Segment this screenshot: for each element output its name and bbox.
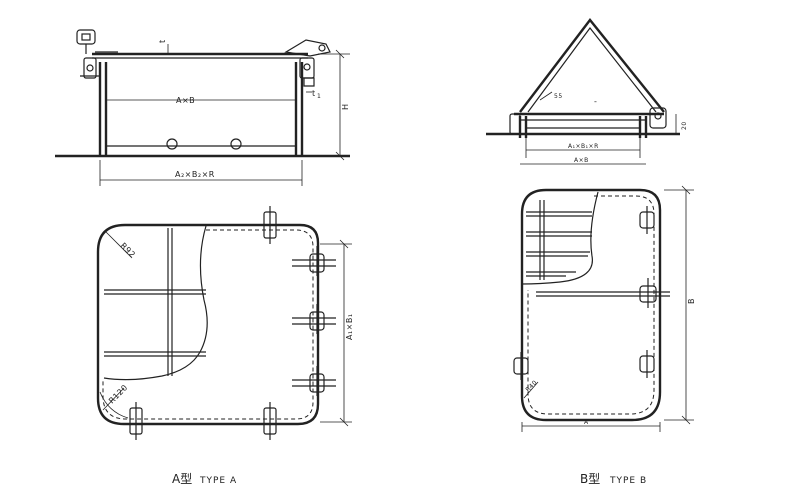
clamp-icon	[639, 206, 655, 234]
label-r92: R92	[119, 241, 138, 260]
clamp-icon	[284, 39, 331, 87]
hinge-icon	[292, 304, 336, 334]
hinge-icon	[649, 107, 667, 129]
label-h: H	[341, 103, 350, 110]
caption-type-a-cn: A型	[172, 472, 192, 486]
clamp-icon	[509, 113, 521, 135]
type-a-elevation: t t 1 A×B H A₂×B₂×R	[55, 29, 350, 186]
label-t1: t	[312, 89, 316, 98]
label-t1-sub: 1	[317, 93, 321, 100]
type-a-plan: R92 R120	[96, 206, 354, 440]
drain-icon	[166, 138, 178, 150]
type-b-plan: R40 B A	[513, 185, 696, 432]
clamp-icon	[263, 206, 277, 244]
label-r40: R40	[524, 379, 538, 393]
hinge-icon	[80, 57, 100, 79]
caption-type-b-cn: B型	[580, 472, 600, 486]
label-side: 20	[681, 121, 688, 130]
label-a: A	[584, 419, 589, 426]
handle-icon	[76, 29, 118, 54]
hinge-icon	[292, 246, 336, 276]
label-a2b2r: A₂×B₂×R	[175, 170, 215, 179]
caption-type-b-en: TYPE B	[609, 476, 647, 486]
type-b-elevation: 55 - 20 A₁×B₁×R A×B	[486, 18, 688, 165]
label-55: 55	[554, 93, 563, 100]
label-dash: -	[594, 97, 597, 106]
label-a1b1: A₁×B₁	[345, 313, 354, 340]
hinge-icon	[292, 366, 336, 396]
hinge-icon	[536, 278, 670, 308]
label-axb-b: A×B	[574, 157, 589, 164]
clamp-icon	[639, 350, 655, 378]
label-b: B	[687, 298, 696, 304]
drain-icon	[230, 138, 242, 150]
caption-type-a-en: TYPE A	[199, 476, 237, 486]
label-axb: A×B	[176, 96, 195, 105]
label-r120: R120	[107, 383, 130, 406]
clamp-icon	[513, 352, 529, 380]
label-t: t	[158, 39, 167, 43]
label-a1b1r: A₁×B₁×R	[568, 143, 599, 150]
clamp-icon	[129, 402, 143, 440]
clamp-icon	[263, 402, 277, 440]
